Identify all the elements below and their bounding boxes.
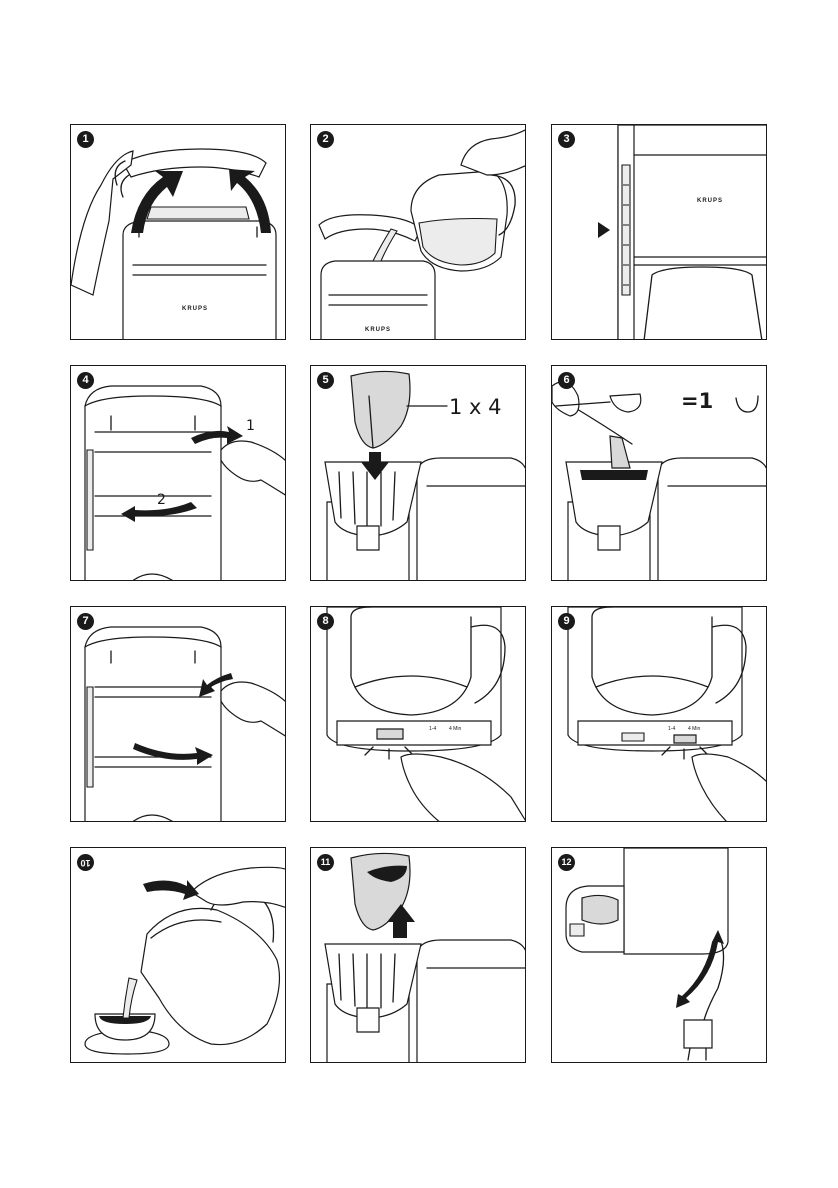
step-number-badge: 12 bbox=[558, 854, 575, 871]
step-number-badge: 3 bbox=[558, 131, 575, 148]
press-start-illustration bbox=[552, 607, 767, 822]
scoop-equation-label: =1 bbox=[681, 389, 713, 413]
arrow-label-1: 1 bbox=[246, 418, 255, 434]
step-number-badge: 11 bbox=[317, 854, 334, 871]
step-number-badge: 6 bbox=[558, 372, 575, 389]
step-12-panel: 12 bbox=[551, 847, 767, 1063]
step-number-badge: 2 bbox=[317, 131, 334, 148]
step-8-panel: 8 1-4 4 Min bbox=[310, 606, 526, 822]
fill-water-illustration bbox=[311, 125, 526, 340]
button-label-left: 1-4 bbox=[429, 726, 436, 732]
step-11-panel: 11 bbox=[310, 847, 526, 1063]
step-number-badge: 5 bbox=[317, 372, 334, 389]
button-label-left: 1-4 bbox=[668, 726, 675, 732]
step-5-panel: 5 1 x 4 bbox=[310, 365, 526, 581]
close-filter-holder-illustration bbox=[71, 607, 286, 822]
button-label-right: 4 Min bbox=[449, 726, 461, 732]
step-number-badge: 1 bbox=[77, 131, 94, 148]
pour-coffee-illustration bbox=[71, 848, 286, 1063]
step-number-badge: 9 bbox=[558, 613, 575, 630]
step-9-panel: 9 1-4 4 Min bbox=[551, 606, 767, 822]
brand-label: KRUPS bbox=[697, 198, 723, 204]
step-2-panel: 2 KRUPS bbox=[310, 124, 526, 340]
arrow-label-2: 2 bbox=[157, 492, 166, 508]
water-level-illustration bbox=[552, 125, 767, 340]
open-filter-holder-illustration bbox=[71, 366, 286, 581]
step-6-panel: 6 =1 bbox=[551, 365, 767, 581]
step-number-badge: 10 bbox=[77, 854, 94, 871]
unplug-illustration bbox=[552, 848, 767, 1063]
step-1-panel: 1 KRUPS bbox=[70, 124, 286, 340]
filter-size-label: 1 x 4 bbox=[449, 395, 502, 419]
step-number-badge: 8 bbox=[317, 613, 334, 630]
brand-label: KRUPS bbox=[182, 306, 208, 312]
open-lid-illustration bbox=[71, 125, 286, 340]
add-ground-coffee-illustration bbox=[552, 366, 767, 581]
select-quantity-illustration bbox=[311, 607, 526, 822]
brand-label: KRUPS bbox=[365, 327, 391, 333]
remove-filter-illustration bbox=[311, 848, 526, 1063]
step-3-panel: 3 KRUPS bbox=[551, 124, 767, 340]
step-number-badge: 4 bbox=[77, 372, 94, 389]
button-label-right: 4 Min bbox=[688, 726, 700, 732]
step-10-panel: 10 bbox=[70, 847, 286, 1063]
step-7-panel: 7 bbox=[70, 606, 286, 822]
step-4-panel: 4 1 2 bbox=[70, 365, 286, 581]
step-number-badge: 7 bbox=[77, 613, 94, 630]
